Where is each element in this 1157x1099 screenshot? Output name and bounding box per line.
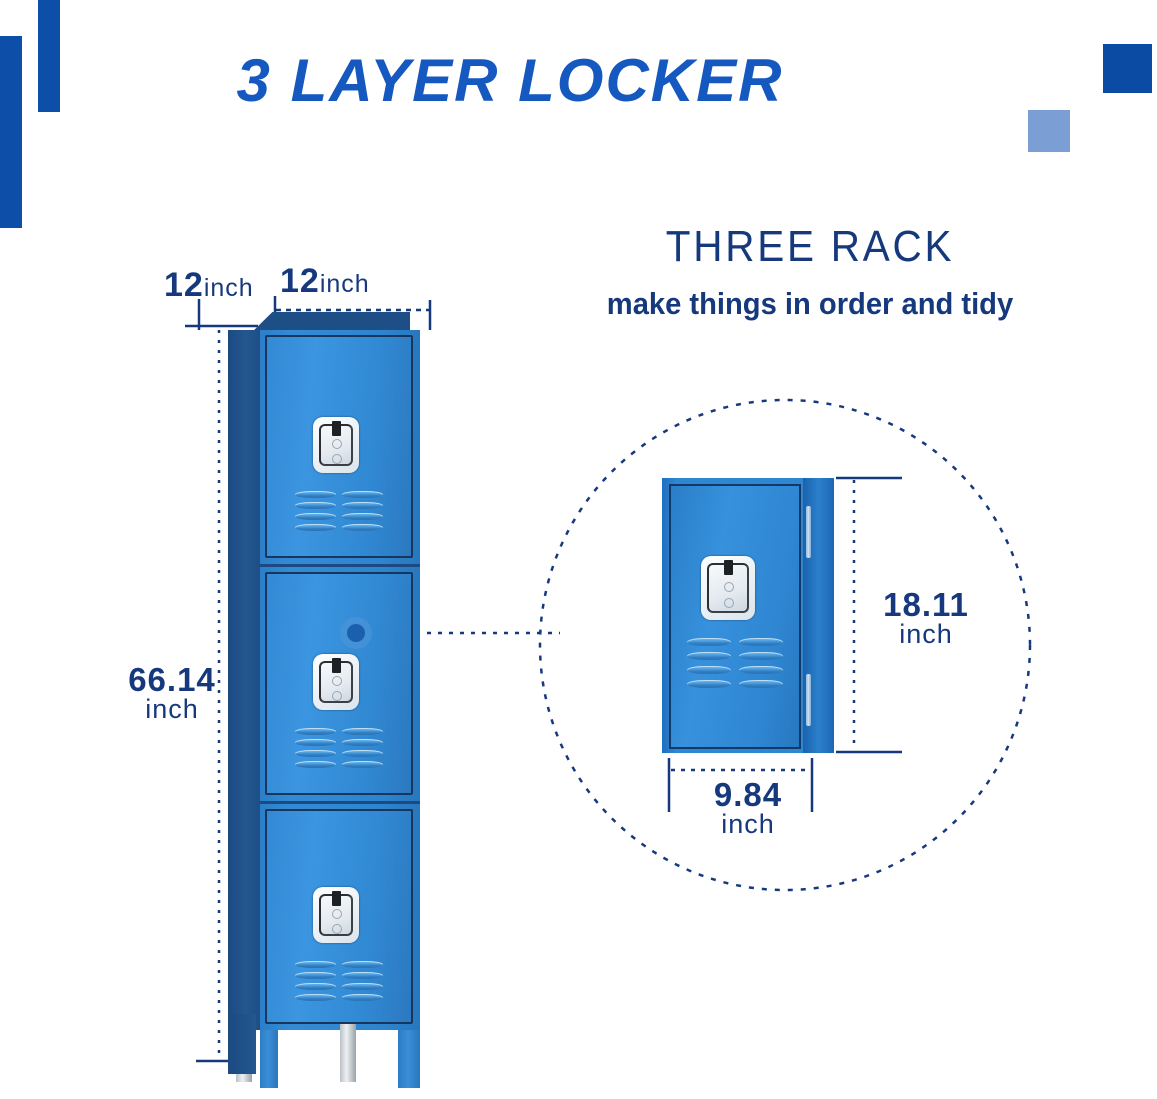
latch-screw-lower [332,454,342,464]
vent-slot [739,680,783,688]
vent-slot [295,524,336,531]
vent-slot [687,666,731,674]
vent-slot [687,638,731,646]
height-unit: inch [145,694,199,724]
section-heading: THREE RACK [665,222,955,271]
adjustable-foot [340,1024,356,1082]
compartment-detail-view [662,478,834,753]
vent-slot [342,983,383,990]
latch-handle-icon[interactable] [313,654,359,710]
vent-slot [295,513,336,520]
vent-slot [342,728,383,735]
vent-slot [342,961,383,968]
latch-handle-icon[interactable] [313,417,359,473]
dimension-label-width: 12inch [280,264,370,298]
page-title: 3 LAYER LOCKER [236,47,784,114]
vent-slot [295,728,336,735]
callout-marker-dot[interactable] [340,617,372,649]
vent-slot [295,739,336,746]
latch-screw-upper [724,582,734,592]
compartment-door[interactable] [669,484,801,749]
vent-slot [342,524,383,531]
vent-slot [342,750,383,757]
vent-slot [295,502,336,509]
decor-bar-left-thin [38,0,60,112]
vent-slot [295,961,336,968]
vent-slot [739,652,783,660]
vent-slot [342,994,383,1001]
locker-leg-front-right [398,1030,420,1088]
latch-tab [724,560,733,575]
dimension-label-compartment-width: 9.84 inch [690,778,806,838]
vent-slot [295,761,336,768]
hinge-upper-icon [806,506,811,558]
vent-grille [295,491,383,531]
width-unit: inch [319,270,370,298]
locker-front-column [260,330,420,1030]
compartment-height-value: 18.11 [883,586,969,623]
latch-tab [332,421,341,436]
locker-leg-front-left [260,1030,278,1088]
vent-grille [295,728,383,768]
dimension-label-compartment-height: 18.11 inch [874,588,978,648]
locker-side-panel [228,330,260,1030]
compartment-height-unit: inch [899,619,953,649]
tier-divider [260,564,420,567]
locker-door[interactable] [265,572,413,795]
detail-zoom-circle [538,398,1032,892]
vent-slot [295,983,336,990]
decor-square-dark [1103,44,1152,93]
vent-slot [342,761,383,768]
locker-product-image [228,312,428,1088]
vent-slot [739,638,783,646]
vent-grille [687,638,783,688]
latch-screw-lower [332,924,342,934]
vent-slot [687,680,731,688]
section-subheading: make things in order and tidy [606,286,1014,321]
latch-handle-icon[interactable] [313,887,359,943]
locker-tier-middle[interactable] [260,567,420,801]
vent-slot [295,491,336,498]
depth-value: 12 [164,266,204,304]
locker-door[interactable] [265,335,413,558]
decor-square-light [1028,110,1070,152]
dimension-label-height: 66.14 inch [124,663,220,723]
tier-divider [260,801,420,804]
latch-screw-lower [724,598,734,608]
locker-door[interactable] [265,809,413,1024]
latch-tab [332,658,341,673]
height-value: 66.14 [128,661,216,698]
compartment-width-value: 9.84 [713,776,783,813]
vent-slot [295,750,336,757]
latch-screw-upper [332,439,342,449]
vent-slot [295,972,336,979]
latch-screw-upper [332,909,342,919]
vent-slot [687,652,731,660]
vent-slot [342,739,383,746]
vent-slot [342,972,383,979]
latch-tab [332,891,341,906]
locker-top-panel [250,312,410,334]
locker-tier-bottom[interactable] [260,804,420,1030]
latch-screw-lower [332,691,342,701]
compartment-width-unit: inch [721,809,775,839]
vent-grille [295,961,383,1001]
latch-screw-upper [332,676,342,686]
depth-unit: inch [203,274,254,302]
callout-marker-core [347,624,365,642]
locker-leg-rear [228,1014,256,1074]
vent-slot [295,994,336,1001]
width-value: 12 [280,262,320,300]
locker-tier-top[interactable] [260,330,420,564]
dimension-label-depth: 12inch [164,268,254,302]
hinge-lower-icon [806,674,811,726]
decor-bar-left-wide [0,36,22,228]
vent-slot [739,666,783,674]
vent-slot [342,513,383,520]
vent-slot [342,491,383,498]
vent-slot [342,502,383,509]
latch-handle-icon[interactable] [701,556,755,620]
